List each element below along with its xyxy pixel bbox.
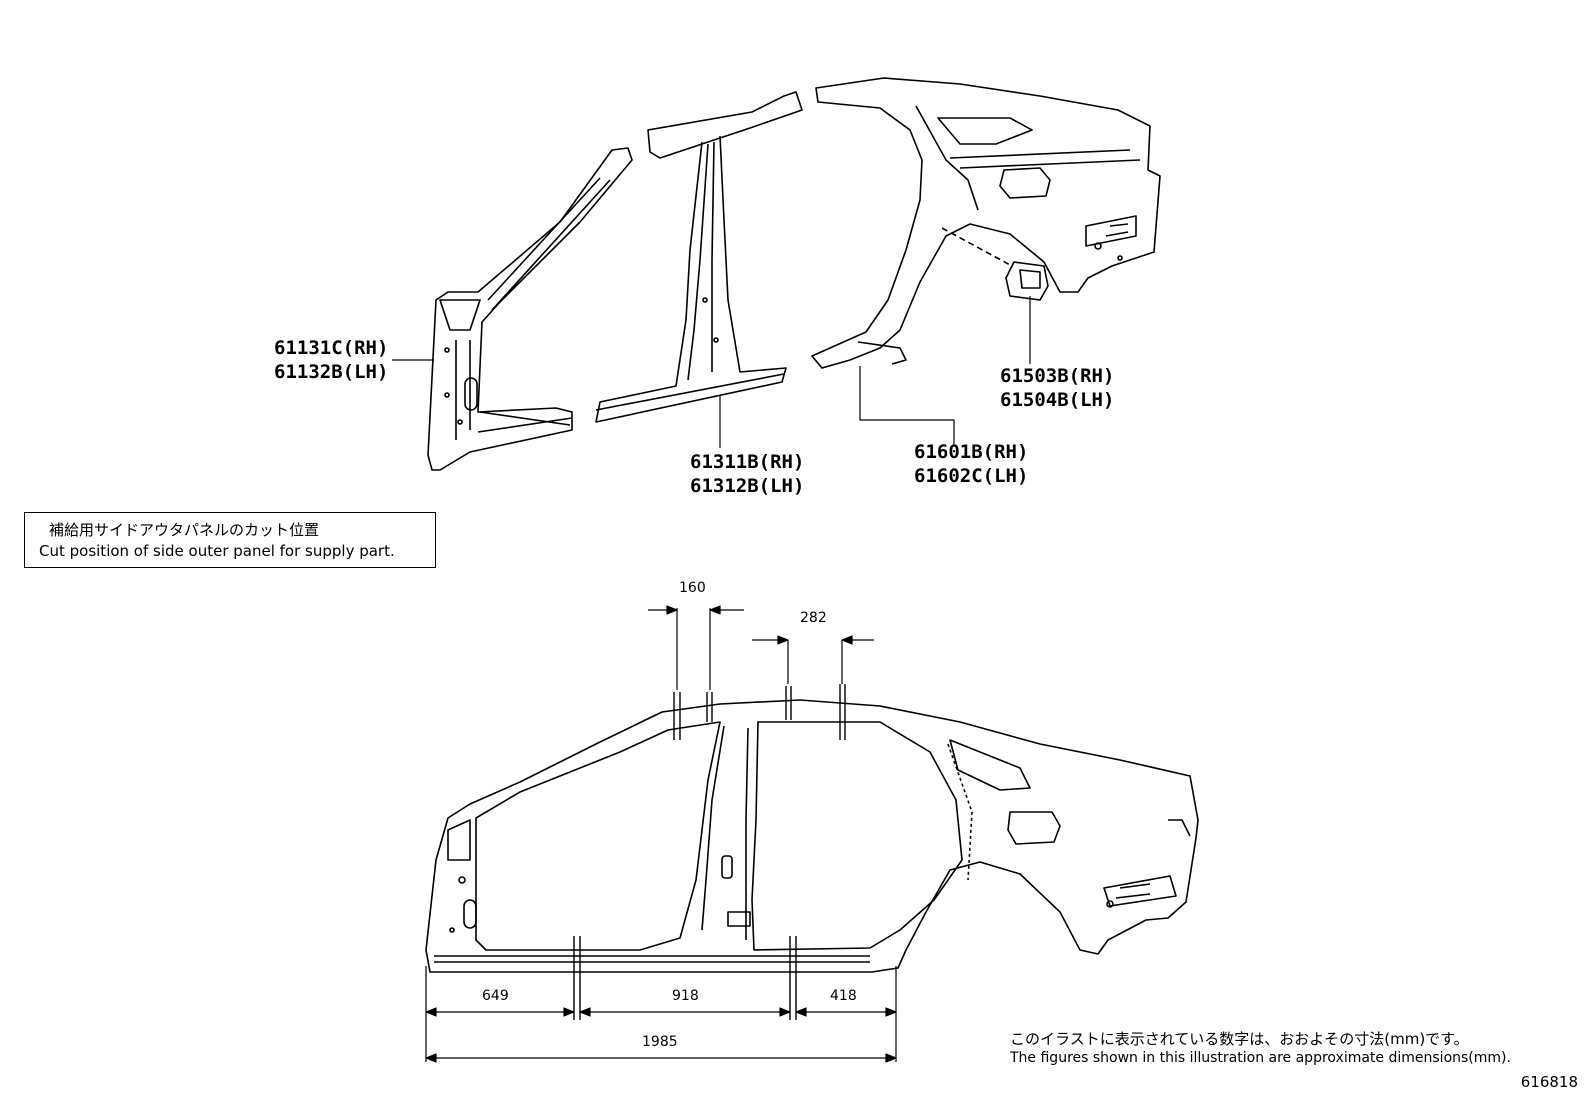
note-text-jp: 補給用サイドアウタパネルのカット位置 xyxy=(49,521,320,539)
dimension-lines-roof xyxy=(648,605,874,690)
part-number-lh: 61132B(LH) xyxy=(274,361,389,383)
b-pillar-panel xyxy=(595,91,803,423)
a-pillar-panel xyxy=(427,147,633,471)
fuel-lid-bracket xyxy=(941,227,1049,301)
part-label-a-pillar: 61131C(RH) 61132B(LH) xyxy=(274,336,388,384)
note-text-en: Cut position of side outer panel for sup… xyxy=(39,542,395,560)
dimension-sill-middle: 918 xyxy=(672,988,699,1004)
part-number-lh: 61312B(LH) xyxy=(690,475,805,497)
part-label-b-pillar: 61311B(RH) 61312B(LH) xyxy=(690,450,804,498)
side-outer-panel-assembly xyxy=(425,699,1199,973)
part-label-fuel-lid-bracket: 61503B(RH) 61504B(LH) xyxy=(1000,364,1114,412)
part-number-rh: 61131C(RH) xyxy=(274,337,389,359)
dimension-sill-rear: 418 xyxy=(830,988,857,1004)
part-number-rh: 61503B(RH) xyxy=(1000,365,1115,387)
part-number-rh: 61601B(RH) xyxy=(914,441,1029,463)
cut-marks xyxy=(573,684,846,1020)
dimension-lines-sill xyxy=(425,966,897,1063)
dimension-roof-cut-a: 160 xyxy=(679,580,706,596)
leader-lines xyxy=(392,296,1031,448)
part-label-quarter-panel: 61601B(RH) 61602C(LH) xyxy=(914,440,1028,488)
part-number-rh: 61311B(RH) xyxy=(690,451,805,473)
part-number-lh: 61602C(LH) xyxy=(914,465,1029,487)
footnote-en: The figures shown in this illustration a… xyxy=(1010,1050,1511,1066)
part-number-lh: 61504B(LH) xyxy=(1000,389,1115,411)
quarter-panel xyxy=(811,77,1161,369)
cut-position-note: 補給用サイドアウタパネルのカット位置 Cut position of side … xyxy=(24,512,436,568)
dimension-roof-cut-b: 282 xyxy=(800,610,827,626)
figure-id: 616818 xyxy=(1520,1073,1578,1091)
dimension-sill-total: 1985 xyxy=(642,1034,678,1050)
footnote-jp: このイラストに表示されている数字は、おおよその寸法(mm)です。 xyxy=(1010,1030,1469,1048)
dimension-sill-front: 649 xyxy=(482,988,509,1004)
